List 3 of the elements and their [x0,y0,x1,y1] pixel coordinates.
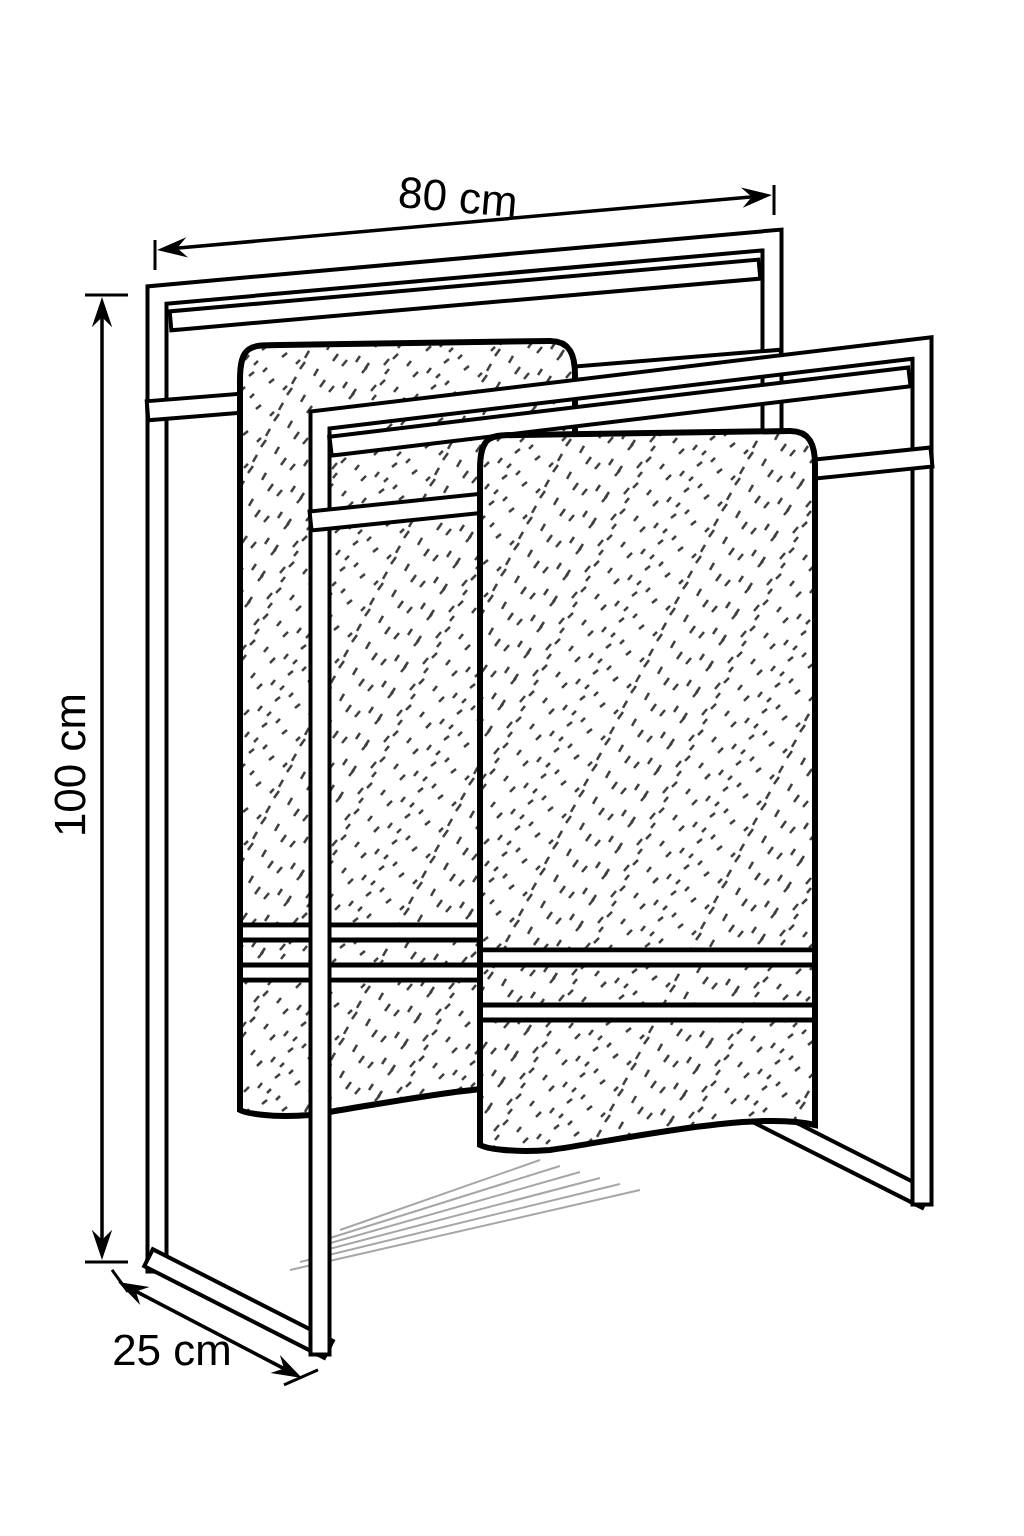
dimension-label: 80 cm [399,177,515,217]
dimension-label: 25 cm [114,1334,229,1366]
dimension-label: 100 cm [54,695,86,834]
